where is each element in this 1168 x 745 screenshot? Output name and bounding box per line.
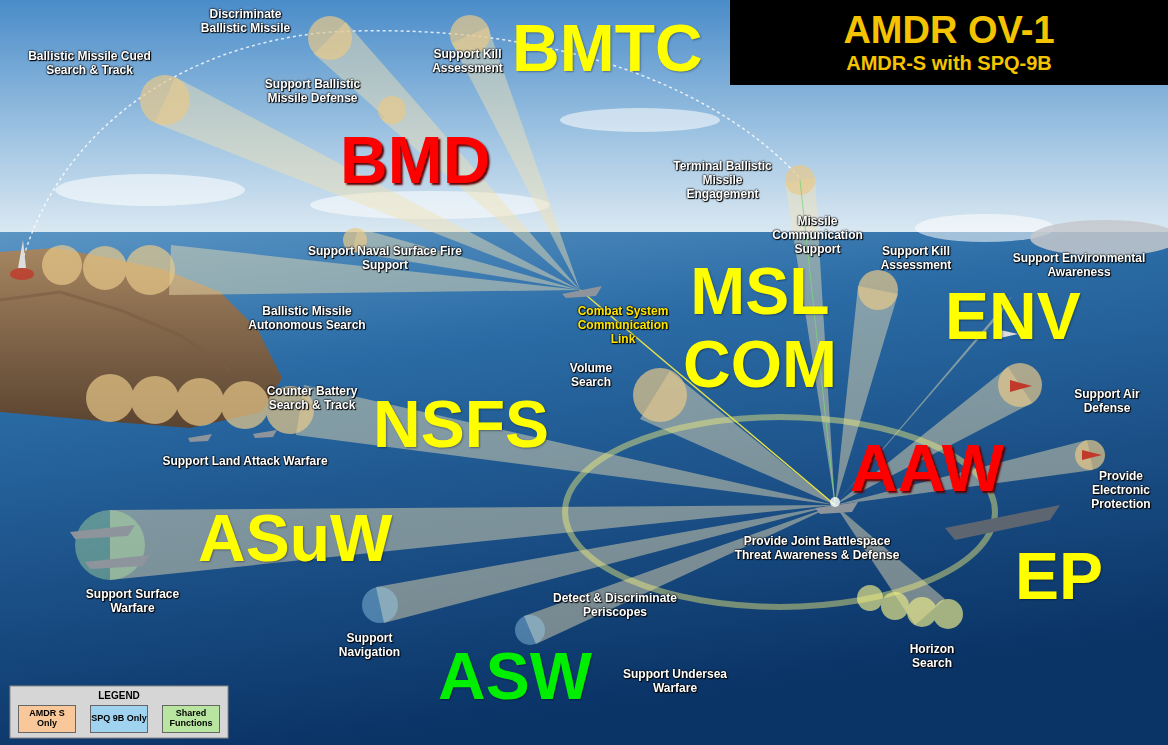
- function-label: Support Kill Assessment: [425, 48, 510, 76]
- missile: [18, 240, 26, 268]
- legend-panel: [10, 686, 228, 738]
- beam-spot: [308, 16, 352, 60]
- beam-spot: [75, 510, 145, 580]
- ship: [70, 525, 135, 539]
- radar-beam: [524, 505, 835, 644]
- beam-spot: [998, 363, 1042, 407]
- mission-acronym: MSL COM: [660, 255, 860, 400]
- function-label: Support Air Defense: [1058, 388, 1156, 416]
- function-label: Provide Joint Battlespace Threat Awarene…: [728, 535, 906, 563]
- beam-spot: [933, 599, 963, 629]
- beam-spots: [42, 15, 1105, 645]
- function-label: Support Surface Warfare: [65, 588, 200, 616]
- title-box: AMDR OV-1AMDR-S with SPQ-9B: [730, 0, 1168, 85]
- cloud: [55, 174, 245, 206]
- ship: [562, 286, 602, 298]
- beam-spot: [633, 368, 687, 422]
- function-label: Support Environmental Awareness: [1005, 252, 1153, 280]
- function-label: Missile Communication Support: [770, 215, 865, 256]
- function-label: Support Land Attack Warfare: [155, 455, 335, 469]
- title-text: AMDR OV-1: [843, 10, 1054, 52]
- beam-spot: [86, 374, 134, 422]
- beam-spot: [131, 376, 179, 424]
- beam-spot: [221, 381, 269, 429]
- function-label: Support Navigation: [322, 632, 417, 660]
- ship: [85, 555, 150, 569]
- storm-cloud: [1030, 220, 1168, 256]
- mission-acronym: BMTC: [512, 12, 703, 85]
- legend-text: Shared Functions: [163, 709, 219, 729]
- function-label: Ballistic Missile Autonomous Search: [232, 305, 382, 333]
- ridge: [0, 292, 230, 370]
- mission-acronym: ASuW: [198, 502, 392, 575]
- legend-heading: LEGEND: [10, 690, 228, 701]
- sea: [0, 232, 1168, 745]
- carrier: [945, 505, 1060, 540]
- function-label: Detect & Discriminate Periscopes: [525, 592, 705, 620]
- beam-spot: [125, 245, 175, 295]
- beam-spot: [42, 245, 82, 285]
- function-label: Ballistic Missile Cued Search & Track: [12, 50, 167, 78]
- mission-acronym: ASW: [438, 640, 592, 713]
- legend-swatch: AMDR S Only: [18, 705, 76, 733]
- mission-acronym: EP: [1015, 540, 1103, 613]
- function-label: Horizon Search: [893, 643, 971, 671]
- function-label: Support Ballistic Missile Defense: [255, 78, 370, 106]
- mission-acronym: NSFS: [373, 388, 549, 461]
- launch-plume: [10, 268, 34, 280]
- mission-acronym: AAW: [850, 432, 1004, 505]
- function-label: Counter Battery Search & Track: [252, 385, 372, 413]
- function-label: Combat System Communication Link: [568, 305, 678, 346]
- beam-spot: [1075, 440, 1105, 470]
- function-label: Volume Search: [552, 362, 630, 390]
- boat: [253, 430, 277, 438]
- beam-spot: [858, 270, 898, 310]
- beam-spot: [176, 378, 224, 426]
- legend-swatch: Shared Functions: [162, 705, 220, 733]
- radar-beams: [110, 22, 1093, 644]
- aircraft: [1082, 450, 1102, 460]
- beam-spot: [140, 75, 190, 125]
- subtitle-text: AMDR-S with SPQ-9B: [846, 51, 1052, 75]
- function-label: Support Kill Assessment: [870, 245, 962, 273]
- sky: [0, 0, 1168, 245]
- function-label: Discriminate Ballistic Missile: [188, 8, 303, 36]
- beam-spot: [362, 587, 398, 623]
- cloud: [560, 108, 720, 132]
- function-label: Provide Electronic Protection: [1078, 470, 1164, 511]
- beam-spot: [907, 597, 937, 627]
- legend-text: AMDR S Only: [19, 709, 75, 729]
- legend-text: SPQ 9B Only: [91, 714, 147, 724]
- legend-swatch: SPQ 9B Only: [90, 705, 148, 733]
- function-label: Support Undersea Warfare: [620, 668, 730, 696]
- radar-flash: [830, 497, 840, 507]
- radar-beam: [169, 245, 580, 295]
- mission-acronym: BMD: [340, 124, 490, 197]
- beam-spot: [378, 96, 406, 124]
- mission-acronym: ENV: [945, 280, 1081, 353]
- radar-beam: [296, 385, 835, 505]
- function-label: Support Naval Surface Fire Support: [300, 245, 470, 273]
- boat: [188, 434, 212, 442]
- aircraft: [1010, 380, 1032, 392]
- beam-spot: [83, 246, 127, 290]
- function-label: Terminal Ballistic Missile Engagement: [665, 160, 780, 201]
